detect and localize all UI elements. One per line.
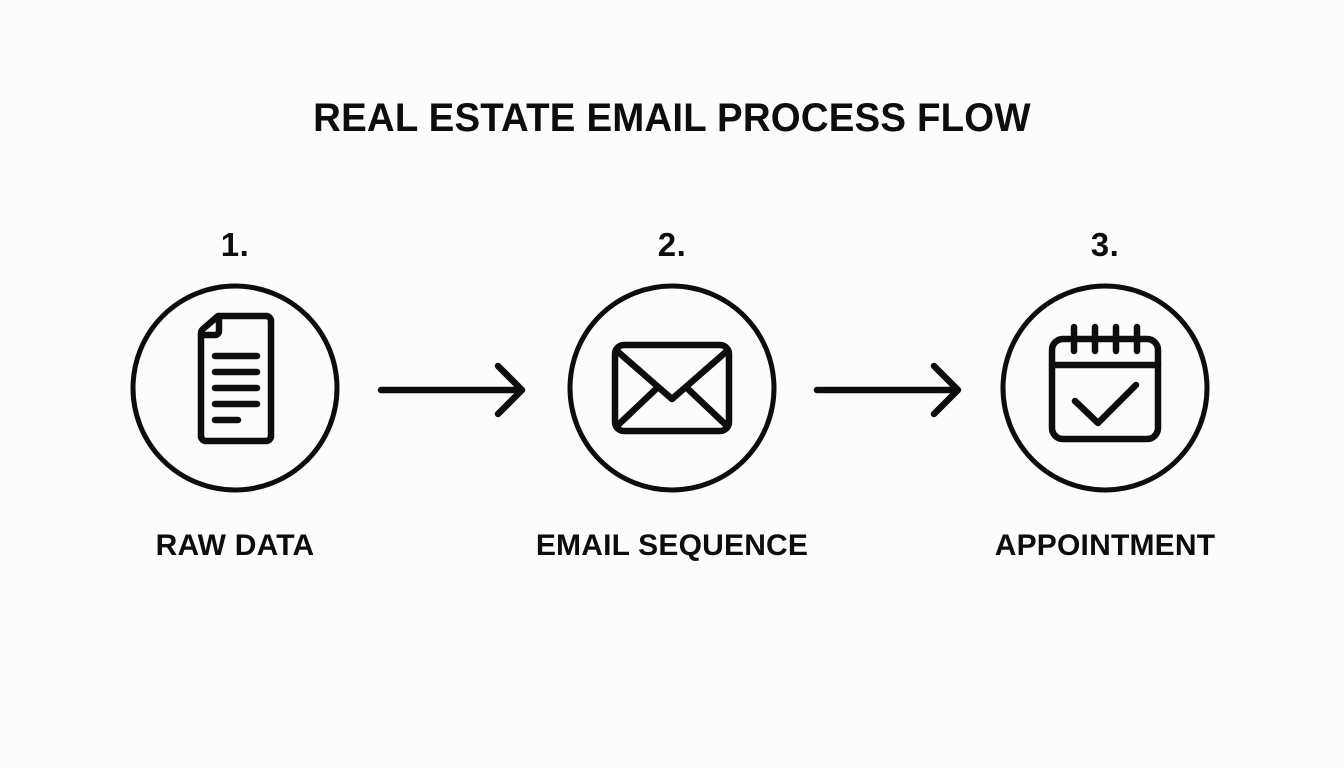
flow-arrow-1 bbox=[375, 358, 535, 422]
envelope-icon bbox=[611, 341, 733, 435]
process-step-3[interactable]: 3. APPOINTMENT bbox=[955, 228, 1255, 562]
step-number-3: 3. bbox=[1090, 226, 1120, 263]
process-step-2[interactable]: 2. EMAIL SEQUENCE bbox=[522, 228, 822, 562]
step-label-1: RAW DATA bbox=[155, 529, 315, 562]
step-number-1: 1. bbox=[220, 226, 250, 263]
step-label-2: EMAIL SEQUENCE bbox=[535, 529, 809, 562]
step-label-3: APPOINTMENT bbox=[994, 529, 1216, 562]
arrow-right-icon bbox=[813, 362, 962, 418]
step-circle-2[interactable] bbox=[567, 283, 777, 493]
flow-arrow-2 bbox=[811, 358, 971, 422]
arrow-right-icon bbox=[377, 362, 526, 418]
step-number-2: 2. bbox=[657, 226, 687, 263]
step-circle-1[interactable] bbox=[130, 283, 340, 493]
calendar-check-icon bbox=[1048, 323, 1162, 443]
page-title: REAL ESTATE EMAIL PROCESS FLOW bbox=[313, 96, 1031, 140]
document-icon bbox=[197, 312, 275, 445]
step-circle-3[interactable] bbox=[1000, 283, 1210, 493]
process-step-1[interactable]: 1. RAW DATA bbox=[85, 228, 385, 562]
